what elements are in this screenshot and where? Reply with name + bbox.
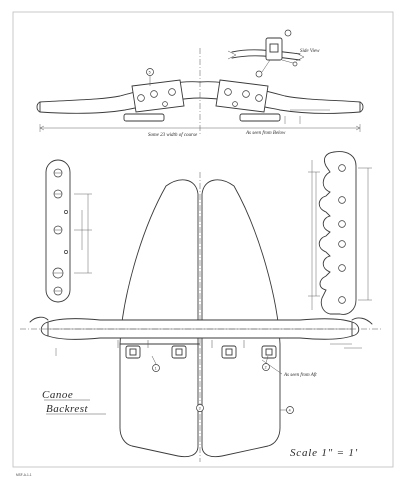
- svg-text:2: 2: [265, 365, 267, 369]
- side-view-label: Side View: [300, 49, 320, 54]
- drawing-border: [12, 11, 394, 468]
- svg-text:1: 1: [155, 366, 157, 370]
- svg-text:5: 5: [149, 70, 151, 74]
- svg-text:4: 4: [289, 408, 291, 412]
- overall-dimension-label: Some 23 width of course: [148, 133, 198, 138]
- left-clamp-bar: [45, 159, 92, 303]
- callout-1: 1: [151, 355, 160, 372]
- callout-5: 5: [146, 68, 154, 86]
- yoke-plan-view: Some 23 width of course As seen from Bel…: [36, 48, 364, 138]
- callout-3: 3: [196, 404, 204, 412]
- right-slotted-bar: [308, 151, 372, 315]
- lower-cross-bar: [20, 316, 382, 359]
- backrest-panels: [119, 172, 281, 462]
- callout-4: 4: [280, 406, 294, 414]
- title-line-2: Backrest: [46, 403, 89, 415]
- from-aft-label: As seen from Aft: [283, 373, 317, 378]
- svg-text:3: 3: [199, 406, 201, 410]
- scale-label: Scale 1" = 1': [290, 447, 358, 459]
- sheet-id: MSF-A-1-1: [16, 473, 32, 477]
- callout-2: 2: [262, 355, 270, 371]
- from-below-label: As seen from Below: [245, 131, 286, 136]
- title-line-1: Canoe: [42, 389, 73, 401]
- side-view-detail: Side View: [227, 29, 320, 78]
